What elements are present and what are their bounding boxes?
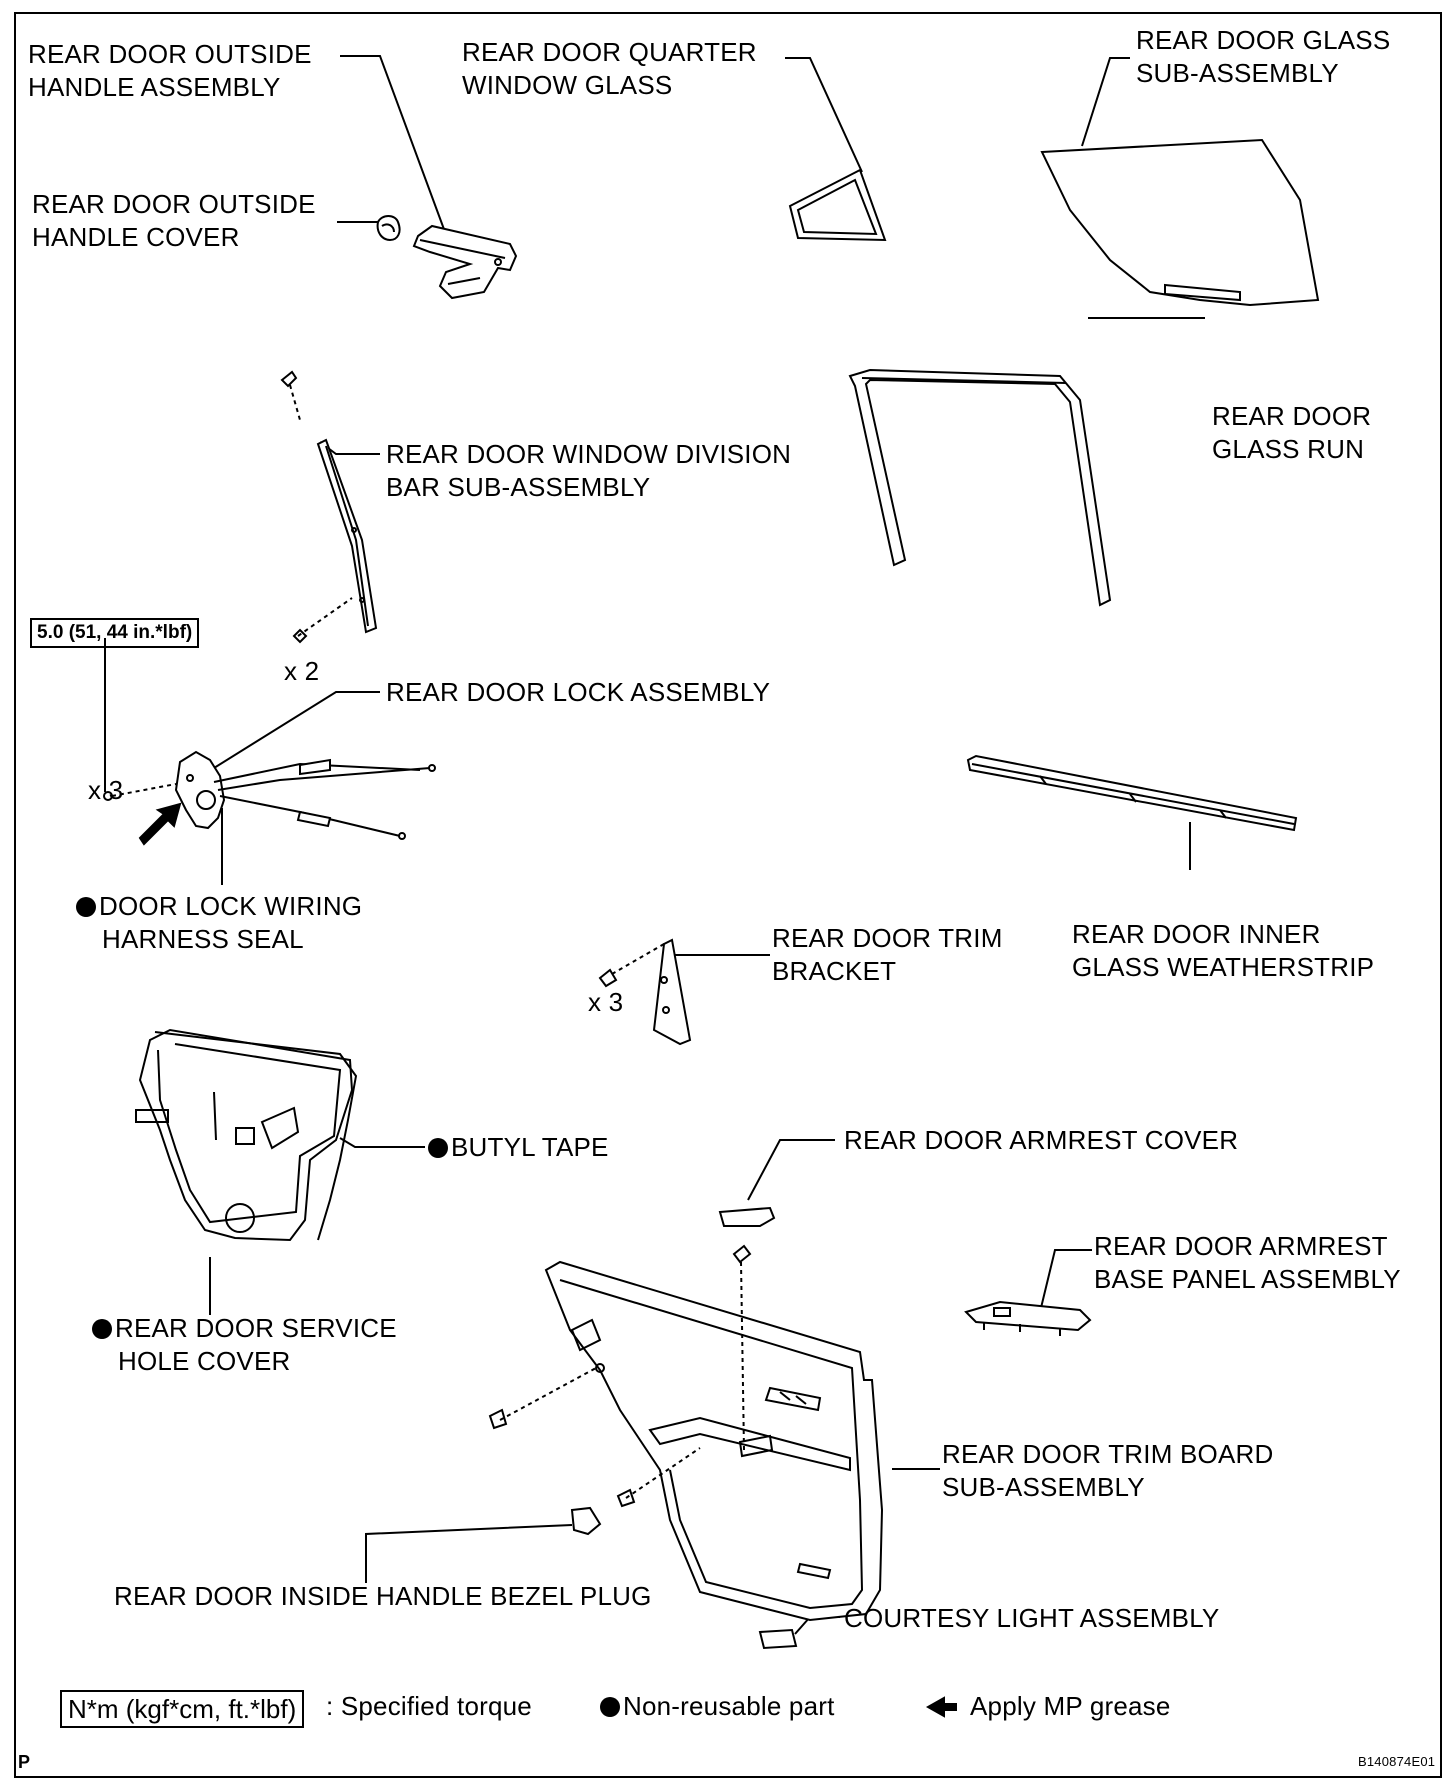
- inner-weatherstrip-shape: [966, 754, 1298, 832]
- trim-board-fasteners: [488, 1244, 752, 1508]
- label-lock-qty: x 3: [88, 775, 124, 805]
- grease-arrow-shape: [138, 802, 182, 846]
- label-armrest-cover: REAR DOOR ARMREST COVER: [844, 1125, 1239, 1155]
- service-hole-cover-shape: [135, 1028, 358, 1242]
- bezel-plug-shape: [570, 1506, 602, 1536]
- nonreusable-icon: [76, 897, 96, 917]
- torque-spec-box: 5.0 (51, 44 in.*lbf): [30, 618, 200, 648]
- armrest-cover-shape: [718, 1206, 776, 1227]
- label-butyl-tape: BUTYL TAPE: [428, 1131, 609, 1164]
- division-bar-shape: [280, 370, 378, 644]
- diagram-frame: [14, 12, 1442, 1778]
- lock-assembly-shape: [103, 750, 436, 840]
- label-division-bar-qty: x 2: [284, 656, 320, 686]
- quarter-glass-shape: [788, 168, 887, 242]
- courtesy-light-shape: [758, 1628, 798, 1650]
- label-bezel-plug: REAR DOOR INSIDE HANDLE BEZEL PLUG: [114, 1581, 652, 1611]
- figure-id: B140874E01: [1358, 1754, 1436, 1769]
- leader-lines: [104, 55, 1205, 1635]
- nonreusable-icon: [92, 1319, 112, 1339]
- nonreusable-icon: [428, 1138, 448, 1158]
- legend-torque-box: N*m (kgf*cm, ft.*lbf): [60, 1690, 305, 1728]
- legend-torque-text: : Specified torque: [326, 1691, 532, 1721]
- glass-run-shape: [848, 368, 1112, 607]
- label-lock-assembly: REAR DOOR LOCK ASSEMBLY: [386, 677, 771, 707]
- trim-bracket-shape: [598, 938, 692, 1046]
- outside-handle-cover-shape: [376, 215, 401, 242]
- trim-board-shape: [544, 1260, 884, 1622]
- legend-arrow-shape: [925, 1696, 957, 1718]
- label-service-hole-cover: REAR DOOR SERVICE HOLE COVER: [92, 1312, 397, 1378]
- label-courtesy-light: COURTESY LIGHT ASSEMBLY: [844, 1603, 1220, 1633]
- label-harness-seal: DOOR LOCK WIRING HARNESS SEAL: [76, 890, 362, 956]
- label-bracket-qty: x 3: [588, 987, 624, 1017]
- legend-nonreusable: Non-reusable part: [600, 1690, 835, 1723]
- armrest-base-shape: [964, 1300, 1092, 1336]
- legend-grease-text: Apply MP grease: [970, 1691, 1171, 1721]
- door-glass-shape: [1040, 138, 1320, 307]
- filled-circle-icon: [600, 1697, 620, 1717]
- outside-handle-shape: [412, 224, 518, 300]
- corner-mark: P: [18, 1752, 31, 1772]
